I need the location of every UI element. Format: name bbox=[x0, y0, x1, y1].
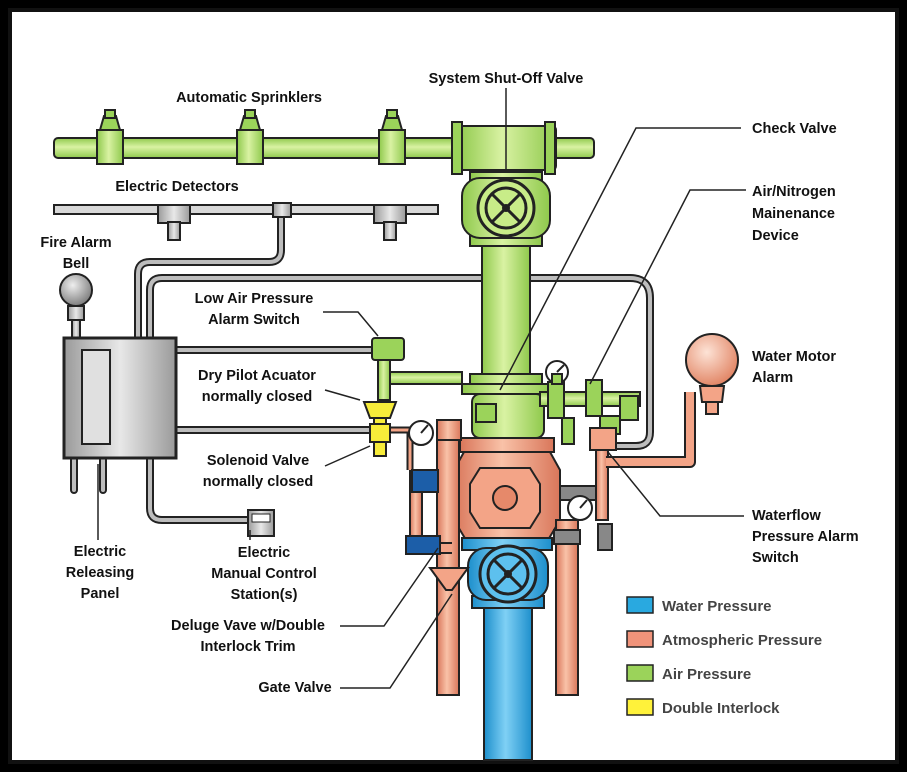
electric-manual-station bbox=[247, 509, 275, 537]
label-dry-pilot-2: normally closed bbox=[202, 389, 312, 405]
fire-alarm-bell bbox=[59, 273, 93, 341]
trim-piping bbox=[384, 360, 613, 696]
label-automatic-sprinklers: Automatic Sprinklers bbox=[176, 90, 322, 106]
solenoid-valve bbox=[369, 423, 391, 457]
legend-item-atmospheric: Atmospheric Pressure bbox=[626, 630, 822, 649]
legend-item-water: Water Pressure bbox=[626, 596, 772, 615]
air-nitrogen-device bbox=[539, 373, 641, 445]
legend-swatch bbox=[626, 664, 654, 682]
label-air-nitrogen-2: Mainenance bbox=[752, 206, 835, 222]
label-water-motor-alarm-1: Water Motor bbox=[752, 349, 836, 365]
electric-wiring bbox=[70, 206, 654, 524]
label-deluge-valve-1: Deluge Vave w/Double bbox=[171, 618, 325, 634]
air-trim bbox=[377, 359, 463, 401]
waterflow-pressure-switch bbox=[589, 427, 617, 451]
water-supply bbox=[461, 537, 553, 761]
legend-label: Air Pressure bbox=[662, 666, 751, 683]
label-system-shutoff-valve: System Shut-Off Valve bbox=[429, 71, 584, 87]
label-air-nitrogen-3: Device bbox=[752, 228, 799, 244]
label-fire-alarm-bell-2: Bell bbox=[63, 256, 90, 272]
legend-swatch bbox=[626, 698, 654, 716]
deluge-valve bbox=[453, 437, 561, 541]
labels: Automatic Sprinklers System Shut-Off Val… bbox=[40, 71, 858, 696]
legend-swatch bbox=[626, 596, 654, 614]
label-solenoid-valve-2: normally closed bbox=[203, 474, 313, 490]
legend-swatch bbox=[626, 630, 654, 648]
electric-detector bbox=[157, 204, 191, 241]
label-waterflow-2: Pressure Alarm bbox=[752, 529, 859, 545]
legend-item-interlock: Double Interlock bbox=[626, 698, 780, 717]
legend-label: Water Pressure bbox=[662, 598, 772, 615]
dry-pilot-actuator bbox=[362, 401, 398, 427]
sprinkler-head bbox=[96, 109, 124, 165]
label-low-air-pressure-1: Low Air Pressure bbox=[195, 291, 314, 307]
check-valve bbox=[461, 383, 553, 439]
system-shutoff-valve bbox=[461, 177, 551, 239]
legend-item-air: Air Pressure bbox=[626, 664, 751, 683]
gate-valve bbox=[467, 544, 549, 604]
low-air-pressure-switch bbox=[371, 337, 405, 361]
leader-lines bbox=[97, 88, 746, 689]
water-motor-alarm bbox=[606, 333, 739, 468]
label-fire-alarm-bell-1: Fire Alarm bbox=[40, 235, 111, 251]
sprinkler-head bbox=[378, 109, 406, 165]
label-manual-station-2: Manual Control bbox=[211, 566, 317, 582]
label-releasing-panel-3: Panel bbox=[81, 586, 120, 602]
label-low-air-pressure-2: Alarm Switch bbox=[208, 312, 300, 328]
label-waterflow-1: Waterflow bbox=[752, 508, 821, 524]
electric-detector bbox=[373, 204, 407, 241]
label-solenoid-valve-1: Solenoid Valve bbox=[207, 453, 309, 469]
electric-releasing-panel bbox=[62, 336, 178, 460]
label-releasing-panel-2: Releasing bbox=[66, 565, 135, 581]
label-deluge-valve-2: Interlock Trim bbox=[200, 639, 295, 655]
label-manual-station-1: Electric bbox=[238, 545, 290, 561]
label-releasing-panel-1: Electric bbox=[74, 544, 126, 560]
label-waterflow-3: Switch bbox=[752, 550, 799, 566]
sprinkler-head bbox=[236, 109, 264, 165]
legend-label: Atmospheric Pressure bbox=[662, 632, 822, 649]
legend: Water Pressure Atmospheric Pressure Air … bbox=[626, 596, 822, 717]
label-dry-pilot-1: Dry Pilot Acuator bbox=[198, 368, 316, 384]
label-electric-detectors: Electric Detectors bbox=[115, 179, 238, 195]
label-check-valve: Check Valve bbox=[752, 121, 837, 137]
electric-detector bbox=[272, 202, 292, 218]
electric-detector-line bbox=[53, 202, 439, 241]
label-water-motor-alarm-2: Alarm bbox=[752, 370, 793, 386]
legend-label: Double Interlock bbox=[662, 700, 780, 717]
label-manual-station-3: Station(s) bbox=[231, 587, 298, 603]
label-gate-valve: Gate Valve bbox=[258, 680, 331, 696]
label-air-nitrogen-1: Air/Nitrogen bbox=[752, 184, 836, 200]
